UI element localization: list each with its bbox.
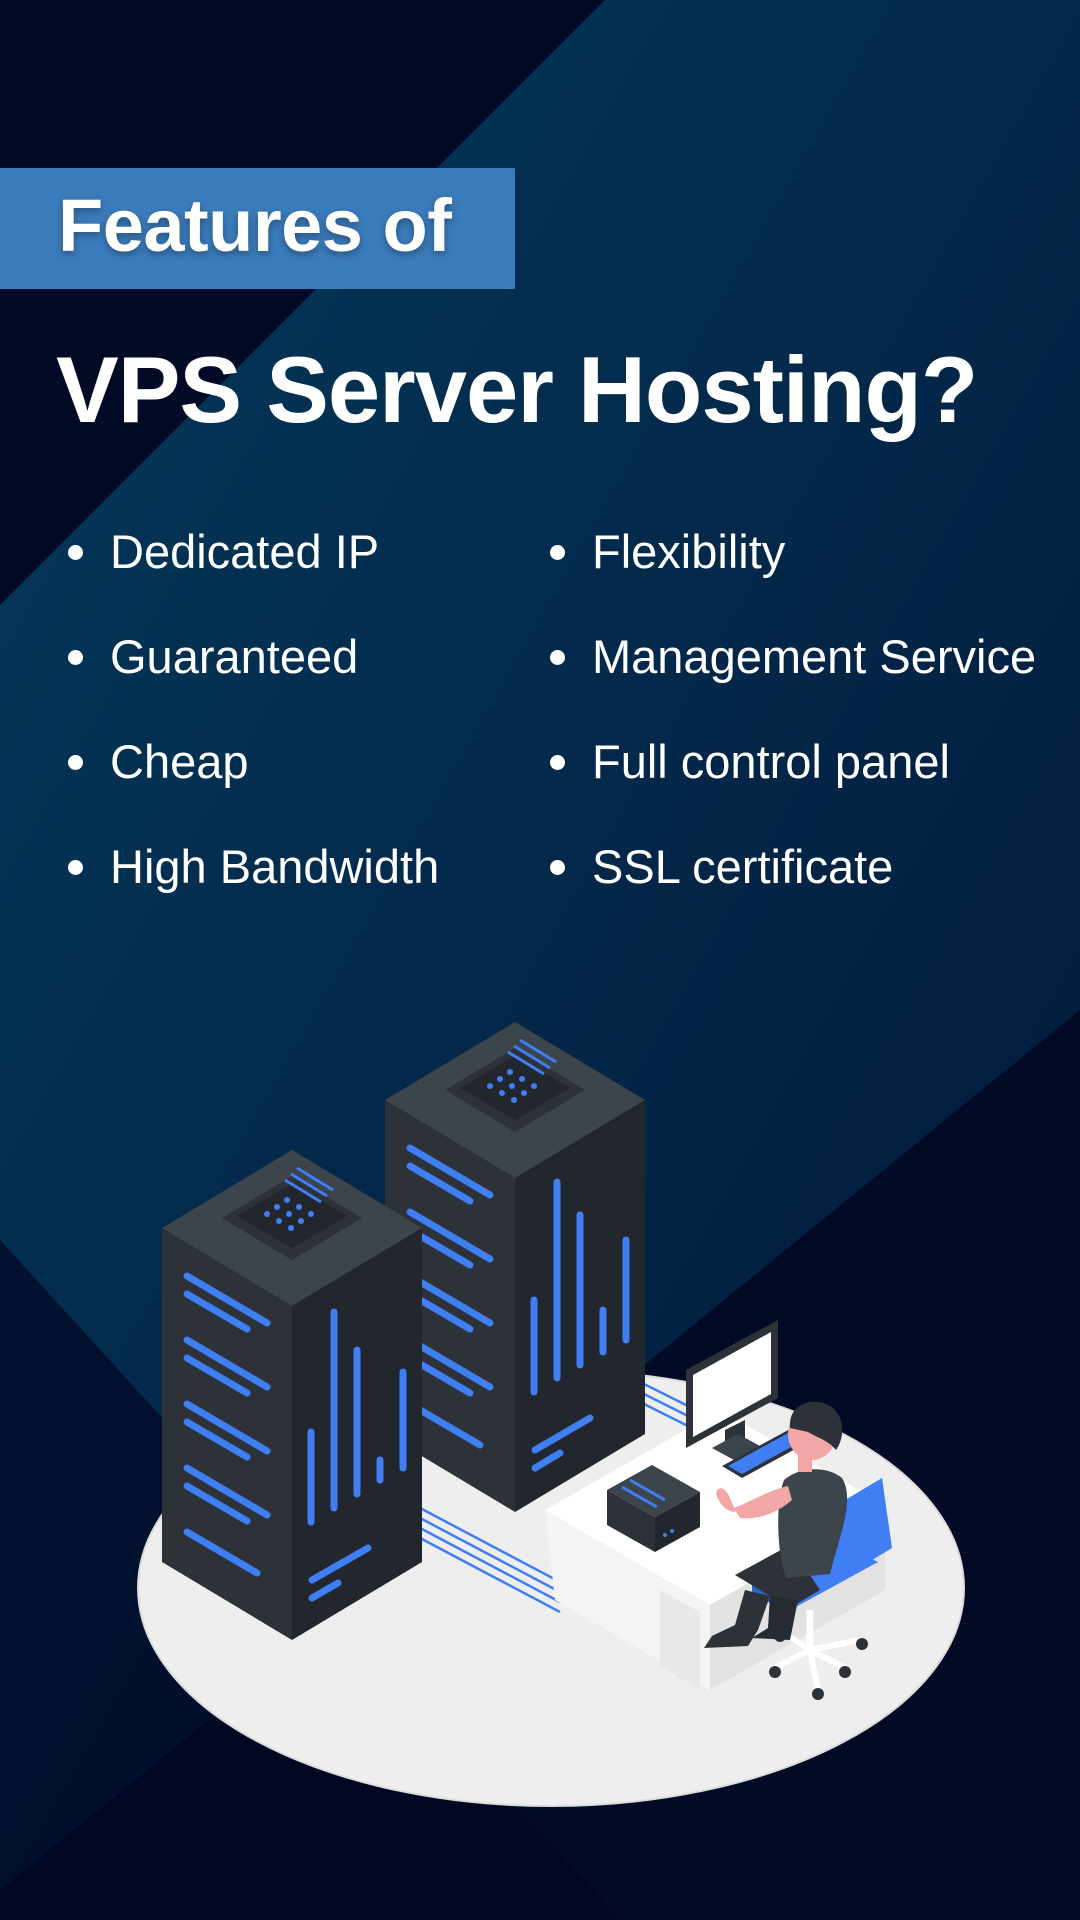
bullet-icon (68, 860, 83, 875)
title-line-1: Features of (58, 184, 452, 267)
server-rack-icon (162, 1150, 422, 1640)
mini-server-icon (607, 1465, 700, 1552)
feature-label: SSL certificate (592, 840, 894, 893)
feature-label: Full control panel (592, 735, 950, 788)
feature-list-right: Flexibility Management Service Full cont… (548, 522, 1068, 942)
feature-label: Dedicated IP (110, 525, 380, 578)
feature-item: Cheap (66, 732, 506, 837)
monitor-icon (686, 1320, 778, 1460)
feature-item: Management Service (548, 627, 1068, 732)
bullet-icon (68, 545, 83, 560)
bullet-icon (550, 545, 565, 560)
feature-label: High Bandwidth (110, 840, 440, 893)
bullet-icon (550, 755, 565, 770)
person-icon (704, 1401, 848, 1648)
bullet-icon (550, 860, 565, 875)
feature-item: Flexibility (548, 522, 1068, 627)
server-illustration (137, 1022, 965, 1807)
feature-label: Guaranteed (110, 630, 359, 683)
feature-item: High Bandwidth (66, 837, 506, 942)
bullet-icon (68, 650, 83, 665)
feature-label: Management Service (592, 630, 1037, 683)
server-rack-icon (385, 1022, 645, 1512)
title-banner (0, 168, 515, 289)
bullet-icon (550, 650, 565, 665)
feature-list-left: Dedicated IP Guaranteed Cheap High Bandw… (66, 522, 506, 942)
feature-item: Guaranteed (66, 627, 506, 732)
feature-item: Dedicated IP (66, 522, 506, 627)
feature-label: Cheap (110, 735, 249, 788)
feature-item: Full control panel (548, 732, 1068, 837)
feature-label: Flexibility (592, 525, 786, 578)
page-title: VPS Server Hosting? (56, 337, 978, 442)
bullet-icon (68, 755, 83, 770)
feature-item: SSL certificate (548, 837, 1068, 942)
